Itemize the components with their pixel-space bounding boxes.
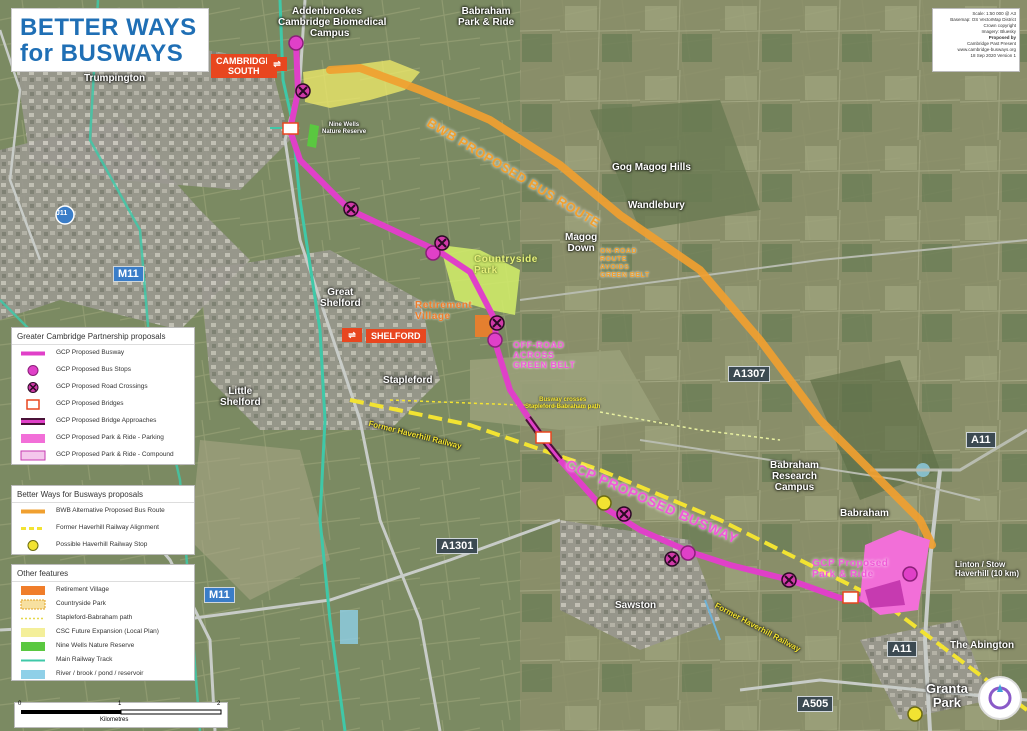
place-label: Little Shelford: [220, 386, 261, 408]
legend-bwb: Better Ways for Busways proposals BWB Al…: [11, 485, 195, 555]
info-line: Basemap: OS VectorMap District: [950, 17, 1016, 22]
legend-item: GCP Proposed Bus Stops: [12, 362, 194, 379]
legend-item: GCP Proposed Bridges: [12, 396, 194, 413]
legend-item: GCP Proposed Park & Ride - Parking: [12, 430, 194, 447]
place-label: Stapleford: [383, 375, 433, 386]
rail-station-icon: ⇌: [267, 57, 287, 71]
legend-item: River / brook / pond / reservoir: [12, 666, 194, 680]
road-label-a505: A505: [797, 696, 834, 712]
place-label: Addenbrookes: [292, 6, 363, 17]
legend-item: Possible Haverhill Railway Stop: [12, 537, 194, 554]
main-railway-track: [278, 0, 347, 731]
stapleford-babraham-path: [389, 399, 601, 409]
place-label: Granta Park: [926, 681, 968, 710]
legend-item: Retirement Village: [12, 582, 194, 596]
station-shelford: SHELFORD: [366, 329, 426, 343]
haverhill-railway-stops: [596, 495, 923, 722]
place-label: Great Shelford: [320, 287, 361, 309]
scale-unit: Kilometres: [100, 717, 129, 723]
legend-item: GCP Proposed Road Crossings: [12, 379, 194, 396]
place-label: Linton / Stow Haverhill (10 km): [955, 560, 1020, 578]
place-label: Trumpington: [84, 73, 146, 84]
countryside-park-label: Countryside Park: [474, 254, 538, 276]
info-line: Proposed by: [988, 35, 1016, 40]
scale-tick: 2: [217, 701, 221, 707]
scale-bar: 0 1 2 Kilometres: [14, 701, 228, 728]
place-label: Nine Wells Nature Reserve: [322, 122, 367, 135]
legend-item: GCP Proposed Bridge Approaches: [12, 413, 194, 430]
road-label-m11: M11: [204, 587, 235, 603]
place-label: Wandlebury: [628, 200, 685, 211]
legend-item: CSC Future Expansion (Local Plan): [12, 624, 194, 638]
place-label: Babraham Park & Ride: [458, 6, 515, 28]
legend-item: Nine Wells Nature Reserve: [12, 638, 194, 652]
place-label: Babraham Research Campus: [770, 460, 819, 493]
station-cambridge-south: CAMBRIDGE SOUTH: [211, 54, 277, 78]
legend-item: Former Haverhill Railway Alignment: [21, 524, 159, 531]
junction-label: J11: [56, 210, 68, 217]
gcp-proposed-bridges: [282, 122, 859, 604]
road-label-a11: A11: [966, 432, 996, 448]
info-line: Imagery: Bluesky: [981, 29, 1016, 34]
map-title-line2: for BUSWAYS: [20, 40, 184, 67]
rail-station-icon: ⇌: [342, 328, 362, 342]
off-road-label: OFF-ROAD ACROSS GREEN BELT: [513, 340, 576, 370]
legend-item: Main Railway Track: [21, 656, 113, 663]
place-label: The Abington: [950, 640, 1015, 651]
legend-header: Greater Cambridge Partnership proposals: [12, 328, 194, 345]
map-info-box: Scale: 1:50 000 @ A3 Basemap: OS VectorM…: [932, 8, 1020, 72]
gcp-park-ride-label: GCP Proposed Park & Ride: [812, 558, 889, 580]
scale-tick: 0: [18, 701, 22, 707]
info-line: 18 Sep 2020 Version 1: [970, 53, 1016, 58]
info-line: www.cambridge-busways.org: [957, 47, 1016, 52]
on-road-label: ON-ROAD ROUTE AVOIDS GREEN BELT: [600, 248, 650, 279]
legend-header: Better Ways for Busways proposals: [12, 486, 194, 503]
bwb-proposed-bus-route: [326, 63, 936, 549]
legend-header: Other features: [12, 565, 194, 582]
road-label-a1307: A1307: [728, 366, 771, 382]
legend-item: Countryside Park: [12, 596, 194, 610]
gcp-road-crossings: [295, 83, 797, 588]
map-title-line1: BETTER WAYS: [20, 14, 197, 41]
info-line: Scale: 1:50 000 @ A3: [972, 11, 1016, 16]
busway-crossing-label: Busway crosses Stapleford-Babraham path: [525, 397, 601, 410]
north-arrow-icon: [978, 676, 1022, 720]
place-label: Babraham: [840, 508, 889, 519]
legend-item: GCP Proposed Busway: [21, 349, 125, 356]
nine-wells-reserve-area: [307, 124, 319, 148]
legend-item: BWB Alternative Proposed Bus Route: [21, 507, 165, 514]
retirement-village-label: Retirement Village: [415, 300, 473, 322]
legend-item: GCP Proposed Park & Ride - Compound: [12, 447, 194, 464]
map-title-box: BETTER WAYS for BUSWAYS: [11, 8, 209, 72]
scale-bar-graphic: [21, 709, 222, 715]
place-label: Magog Down: [565, 232, 598, 254]
road-label-a11: A11: [887, 641, 917, 657]
legend-gcp: Greater Cambridge Partnership proposals …: [11, 327, 195, 465]
place-label: Sawston: [615, 600, 657, 611]
legend-other: Other features Retirement Village Countr…: [11, 564, 195, 681]
place-label: Gog Magog Hills: [612, 162, 691, 173]
place-label: Campus: [310, 28, 350, 39]
place-label: Cambridge Biomedical: [278, 17, 387, 28]
junction-marker: [55, 205, 75, 225]
former-haverhill-railway: [349, 398, 1027, 712]
legend-item: Stapleford-Babraham path: [21, 614, 133, 621]
gcp-bus-stops: [288, 35, 918, 582]
road-label-m11: M11: [113, 266, 144, 282]
gcp-proposed-busway: [286, 39, 913, 604]
info-line: Cambridge Past Present: [966, 41, 1016, 46]
info-line: Crown copyright: [983, 23, 1016, 28]
scale-tick: 1: [118, 701, 122, 707]
road-label-a1301: A1301: [436, 538, 479, 554]
